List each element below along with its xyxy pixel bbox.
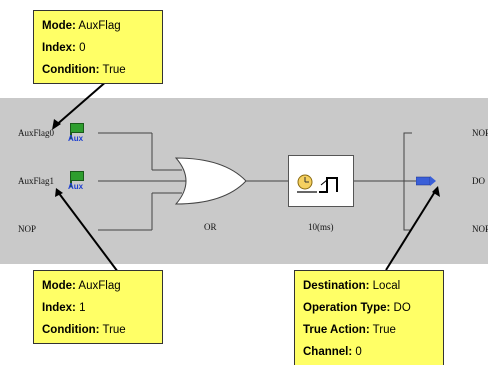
callout-row: Operation Type: DO — [303, 297, 435, 319]
input-label-0: AuxFlag0 — [18, 128, 54, 138]
callout-key: Condition: — [42, 64, 100, 76]
callout-value: Local — [372, 280, 401, 292]
callout-key: Mode: — [42, 280, 76, 292]
callout-value: 1 — [79, 302, 86, 314]
callout-row: Mode: AuxFlag — [42, 15, 154, 37]
callout-row: Condition: True — [42, 319, 154, 341]
input-label-2: NOP — [18, 224, 37, 234]
callout-value: AuxFlag — [78, 20, 121, 32]
callout-value: True — [102, 64, 126, 76]
callout-key: Mode: — [42, 20, 76, 32]
callout-bottom-left-leader — [57, 191, 119, 273]
callout-value: DO — [393, 302, 411, 314]
callout-row: Mode: AuxFlag — [42, 275, 154, 297]
callout-row: Condition: True — [42, 59, 154, 81]
callout-key: Channel: — [303, 346, 353, 358]
timer-icon — [297, 174, 338, 193]
callout-bottom-right-leader — [385, 189, 437, 271]
callout-key: Destination: — [303, 280, 370, 292]
flag-shape — [70, 123, 84, 133]
callout-key: Condition: — [42, 324, 100, 336]
aux-flag-icon[interactable]: Aux — [68, 123, 86, 145]
flag-shape — [70, 171, 84, 181]
arrowhead-top — [52, 119, 61, 130]
callout-row: True Action: True — [303, 319, 435, 341]
callout-key: Operation Type: — [303, 302, 391, 314]
arrowhead-bottom-left — [55, 188, 63, 197]
output-label-1: DO — [472, 176, 485, 186]
callout-value: True — [372, 324, 396, 336]
callout-value: 0 — [355, 346, 362, 358]
callout-row: Index: 0 — [42, 37, 154, 59]
timer-block[interactable] — [288, 155, 354, 207]
callout-value: AuxFlag — [78, 280, 121, 292]
aux-text: Aux — [68, 182, 84, 191]
output-label-2: NOP — [472, 224, 488, 234]
arrowhead-bottom-right — [432, 186, 440, 197]
callout-top: Mode: AuxFlag Index: 0 Condition: True — [33, 10, 163, 84]
callout-key: Index: — [42, 302, 76, 314]
callout-row: Index: 1 — [42, 297, 154, 319]
digital-output-icon[interactable] — [416, 176, 436, 186]
timer-label: 10(ms) — [308, 222, 334, 232]
callout-row: Destination: Local — [303, 275, 435, 297]
callout-bottom-right: Destination: Local Operation Type: DO Tr… — [294, 270, 444, 365]
callout-row: Channel: 0 — [303, 341, 435, 363]
callout-top-leader — [53, 79, 109, 128]
aux-flag-icon[interactable]: Aux — [68, 171, 86, 193]
output-bracket — [403, 132, 412, 231]
aux-text: Aux — [68, 134, 84, 143]
callout-key: Index: — [42, 42, 76, 54]
or-gate-icon — [174, 157, 247, 205]
callout-bottom-left: Mode: AuxFlag Index: 1 Condition: True — [33, 270, 163, 344]
gate-label: OR — [204, 222, 217, 232]
callout-key: True Action: — [303, 324, 370, 336]
callout-value: True — [102, 324, 126, 336]
input-label-1: AuxFlag1 — [18, 176, 54, 186]
output-label-0: NOP — [472, 128, 488, 138]
callout-value: 0 — [79, 42, 86, 54]
